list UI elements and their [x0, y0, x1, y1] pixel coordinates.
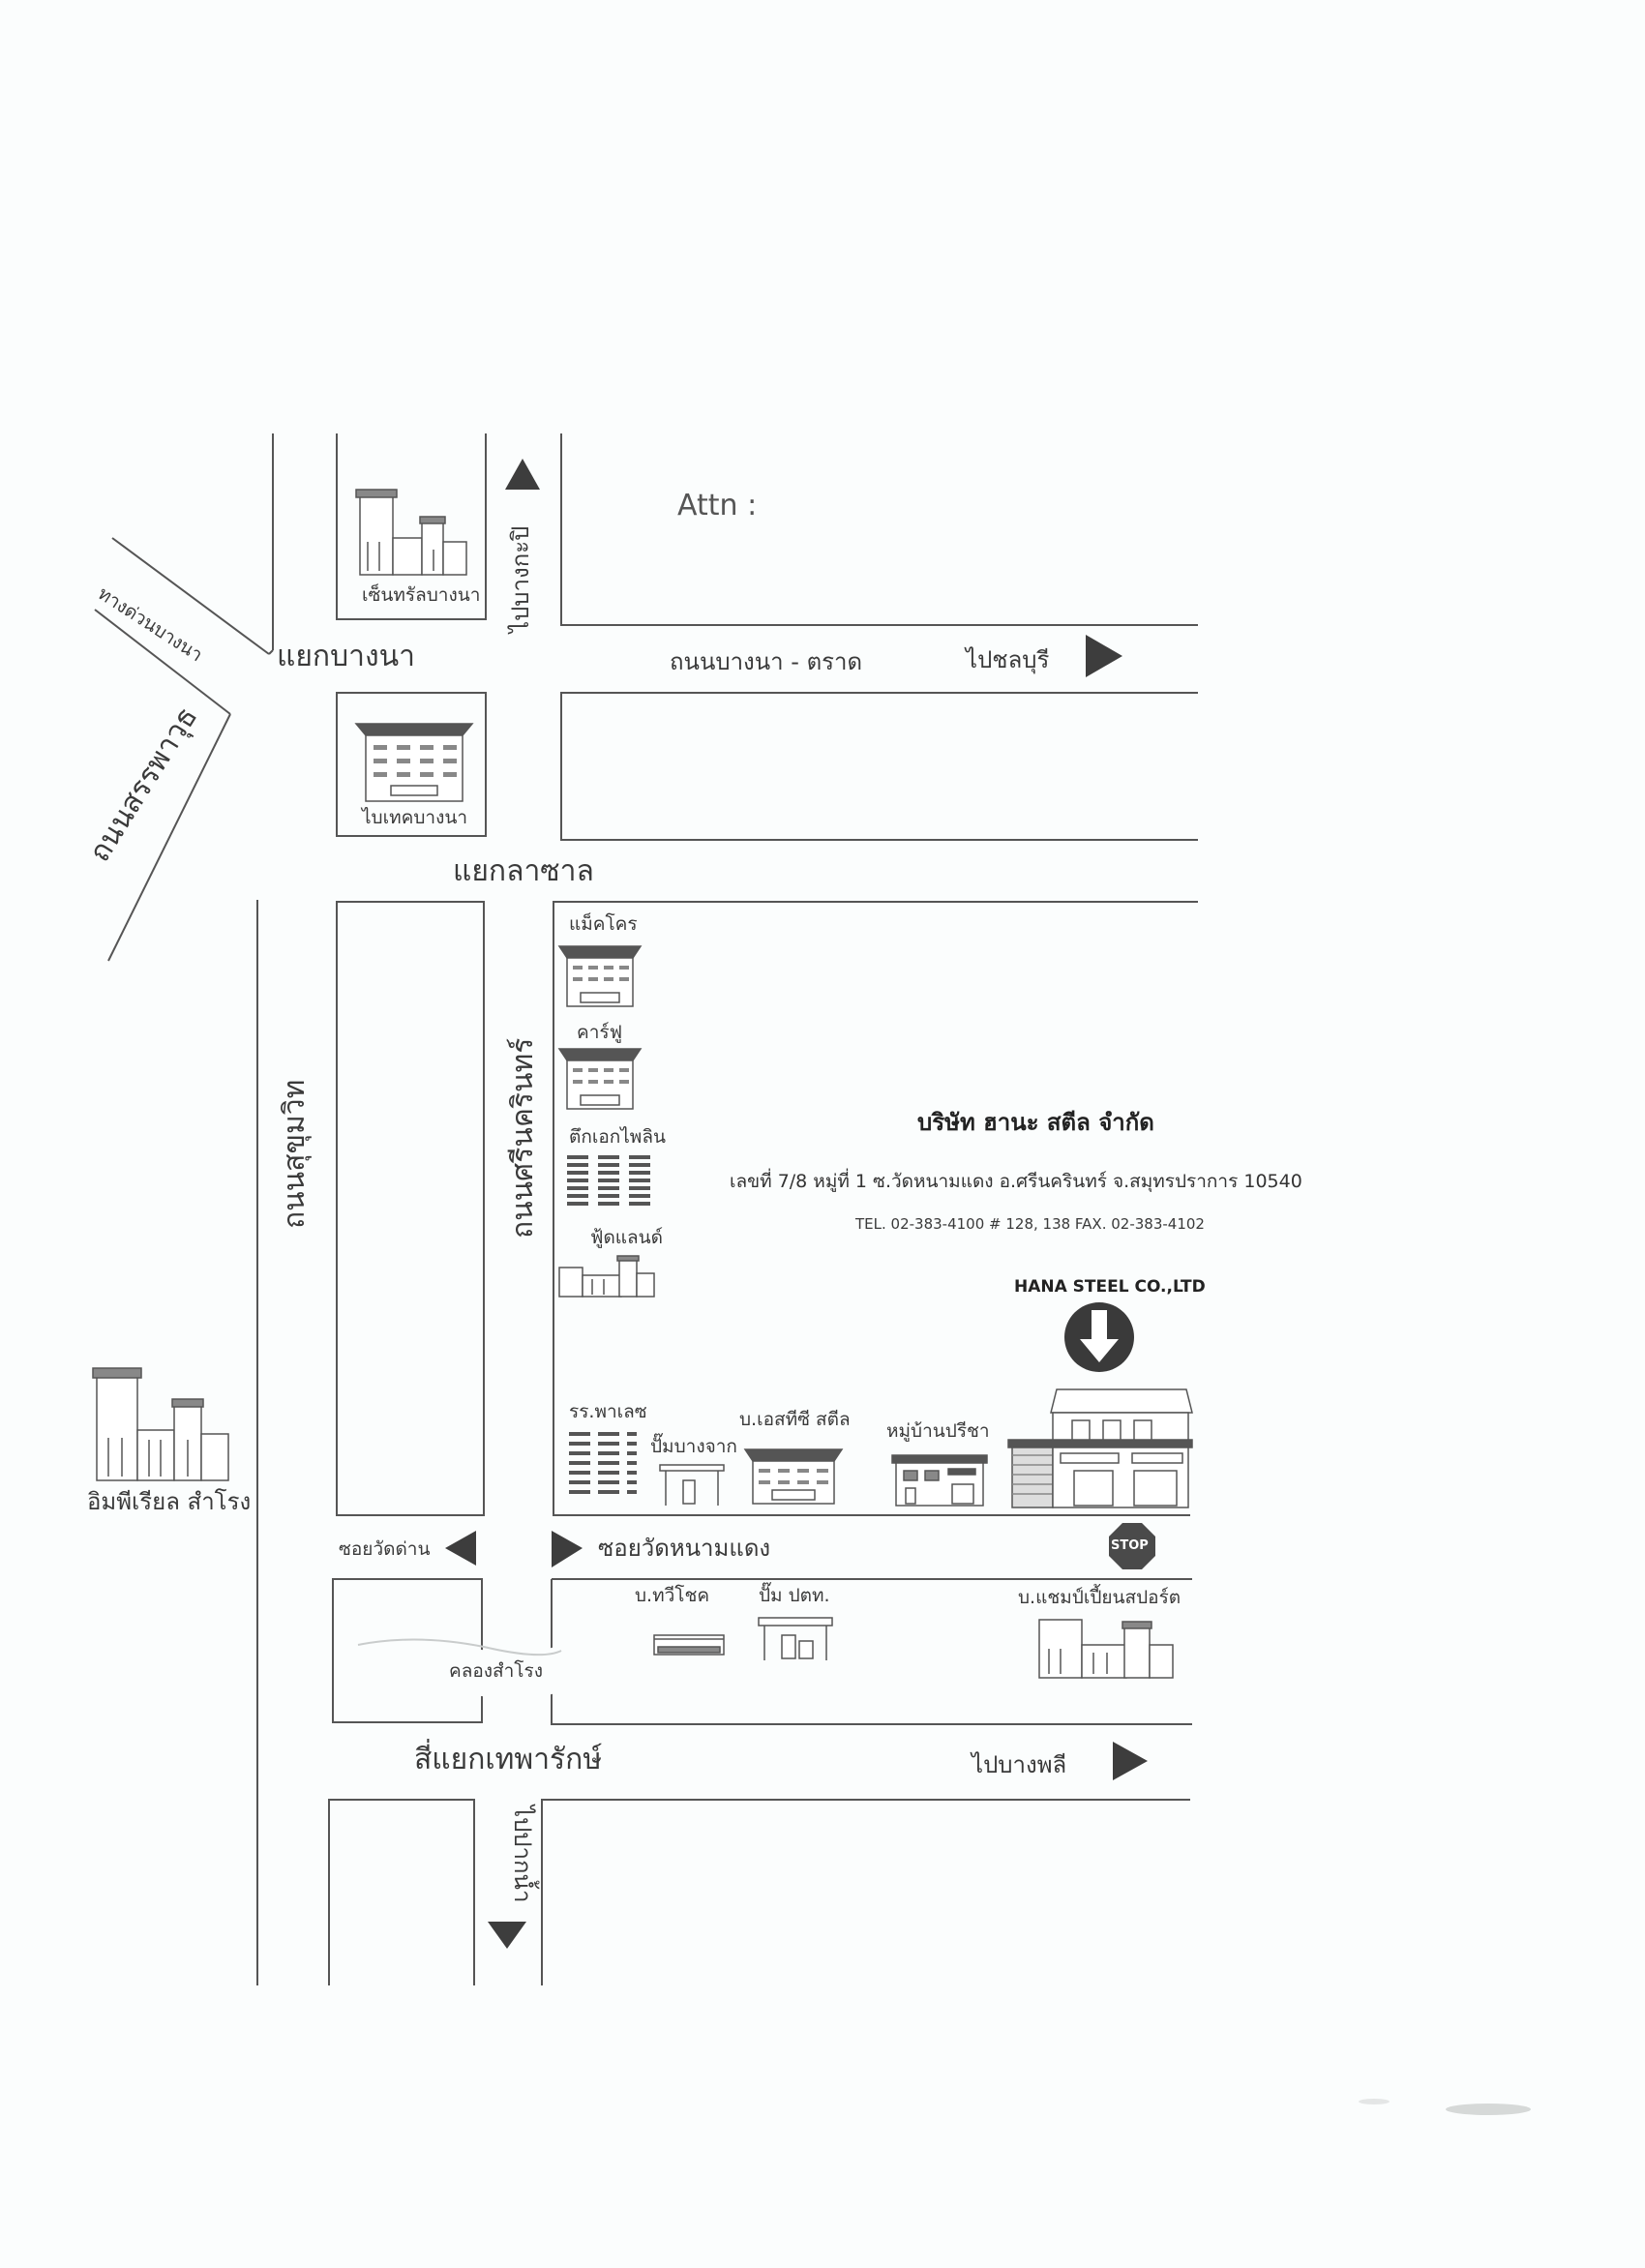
intersection-bangna: แยกบางนา [277, 640, 415, 673]
building-icon [354, 723, 474, 802]
store-icon [653, 1634, 725, 1656]
landmark-thawichok: บ.ทวีโชค [635, 1585, 710, 1606]
landmark-ptt: ปั๊ม ปตท. [759, 1585, 830, 1606]
building-icon [557, 945, 643, 1007]
factory-icon [1007, 1388, 1193, 1508]
attn-label: Attn : [677, 489, 758, 522]
road-bangna-trad: ถนนบางนา - ตราด [670, 648, 863, 675]
landmark-stc-steel: บ.เอสทีซี สตีล [739, 1409, 851, 1430]
house-icon [891, 1454, 988, 1507]
gas-station-icon [659, 1464, 725, 1506]
company-name-th: บริษัท ฮานะ สตีล จำกัด [917, 1109, 1154, 1136]
canal-label: คลองสำโรง [449, 1660, 543, 1682]
landmark-bitec: ไบเทคบางนา [362, 807, 468, 828]
arrow-left-icon [445, 1531, 476, 1566]
landmark-school: รร.พาเลซ [569, 1401, 647, 1422]
store-icon [558, 1255, 655, 1298]
gas-station-icon [758, 1617, 833, 1660]
landmark-foodland: ฟู้ดแลนด์ [590, 1227, 664, 1248]
arrow-right-icon [1086, 635, 1122, 677]
tower-icon [567, 1155, 650, 1206]
intersection-lasalle: แยกลาซาล [453, 854, 594, 888]
landmark-ek-phailin: ตึกเอกไพลิน [569, 1126, 666, 1148]
company-address: เลขที่ 7/8 หมู่ที่ 1 ซ.วัดหนามแดง อ.ศรีน… [730, 1171, 1302, 1192]
arrow-right-icon [1113, 1742, 1148, 1780]
mall-icon [92, 1367, 229, 1481]
landmark-central-bangna: เซ็นทรัลบางนา [362, 584, 481, 606]
road-srinakarin: ถนนศรีนครินทร์ [506, 1037, 540, 1238]
direction-bangphli: ไปบางพลี [972, 1751, 1067, 1778]
road-sukhumvit: ถนนสุขุมวิท [278, 1079, 312, 1229]
landmark-imperial: อิมพีเรียล สำโรง [87, 1488, 252, 1515]
landmark-carrefour: คาร์ฟู [577, 1022, 623, 1043]
road-soi-wat-nam-daeng: ซอยวัดหนามแดง [598, 1535, 771, 1562]
landmark-champion-sport: บ.แชมป์เปี้ยนสปอร์ต [1018, 1587, 1181, 1608]
arrow-right-icon [552, 1531, 583, 1567]
building-icon [557, 1048, 643, 1110]
company-contact: TEL. 02-383-4100 # 128, 138 FAX. 02-383-… [855, 1215, 1205, 1233]
landmark-preecha-village: หมู่บ้านปรีชา [886, 1420, 990, 1442]
building-icon [743, 1448, 844, 1505]
location-marker-icon [1064, 1302, 1134, 1372]
direction-bangkapi: ไปบางกะปิ [507, 525, 534, 633]
landmark-makro: แม็คโคร [569, 913, 638, 935]
school-icon [569, 1432, 637, 1494]
arrow-down-icon [488, 1922, 526, 1949]
road-soi-wat-dan: ซอยวัดด่าน [339, 1538, 431, 1560]
stop-sign-text: STOP [1111, 1538, 1149, 1553]
intersection-thepharak: สี่แยกเทพารักษ์ [414, 1743, 603, 1776]
direction-paknam: ไปปากน้ำ [509, 1805, 536, 1903]
arrow-up-icon [505, 459, 540, 490]
factory-icon [1038, 1619, 1174, 1679]
direction-chonburi: ไปชลบุรี [966, 646, 1050, 673]
landmark-pump-bangchak: ปั๊มบางจาก [650, 1436, 737, 1457]
stop-sign-icon [1109, 1523, 1155, 1569]
company-name-en: HANA STEEL CO.,LTD [1014, 1277, 1206, 1297]
mall-icon [355, 489, 467, 576]
